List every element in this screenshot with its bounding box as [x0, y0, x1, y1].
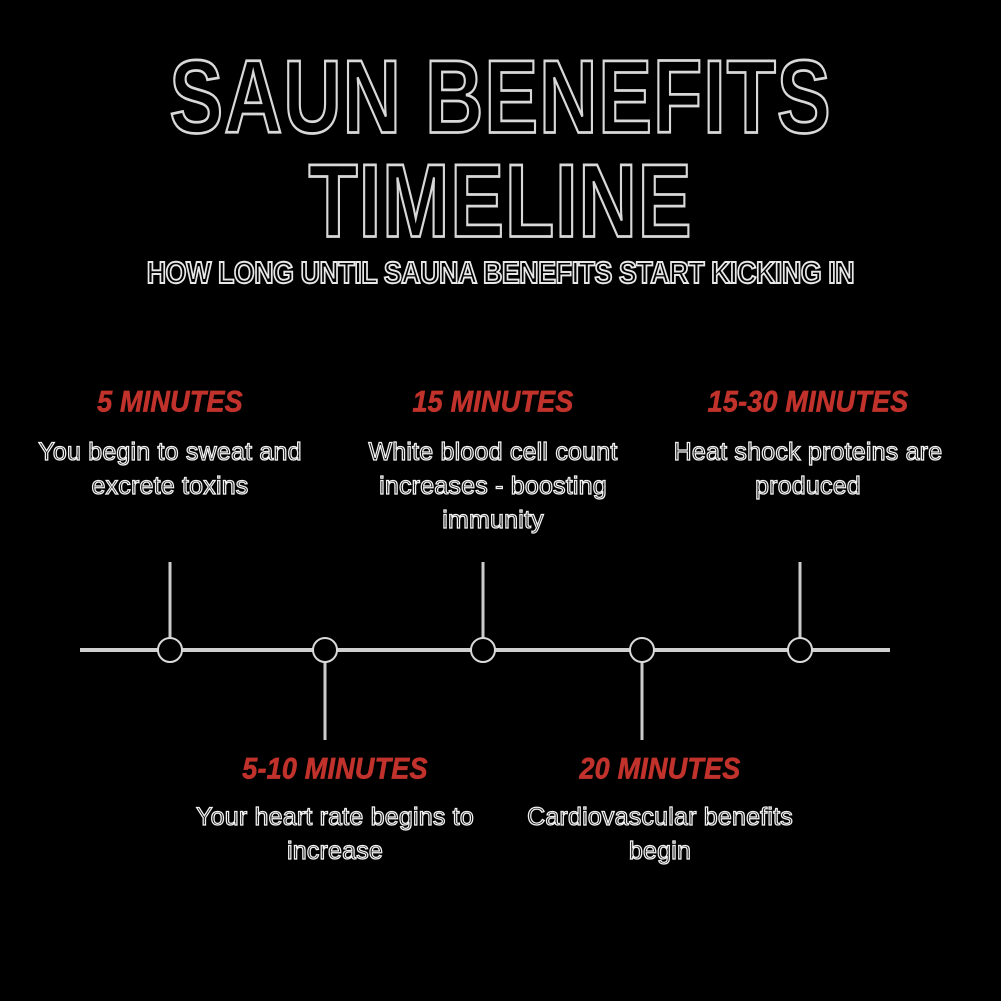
page-title-line-1: SAUN BENEFITS: [168, 38, 832, 155]
event-time-label-1: 5 MINUTES: [97, 384, 243, 419]
timeline-node-2[interactable]: [312, 637, 338, 663]
event-description-2: Your heart rate begins to increase: [195, 802, 474, 865]
timeline-node-1[interactable]: [157, 637, 183, 663]
timeline-stem-3: [481, 562, 485, 650]
timeline-stem-4: [640, 650, 644, 740]
timeline-node-3[interactable]: [470, 637, 496, 663]
event-time-label-3: 15 MINUTES: [412, 384, 574, 419]
event-time-label-5: 15-30 MINUTES: [707, 384, 909, 419]
timeline-event-4: 20 MINUTES Cardiovascular benefits begin: [520, 751, 800, 868]
timeline-stem-5: [798, 562, 802, 650]
timeline-node-4[interactable]: [629, 637, 655, 663]
event-description-1: You begin to sweat and excrete toxins: [38, 437, 302, 500]
timeline-event-1: 5 MINUTES You begin to sweat and excrete…: [30, 384, 310, 503]
timeline-event-3: 15 MINUTES White blood cell count increa…: [343, 384, 643, 537]
event-time-label-2: 5-10 MINUTES: [242, 751, 428, 786]
timeline-stem-1: [168, 562, 172, 650]
event-description-4: Cardiovascular benefits begin: [526, 802, 793, 865]
timeline-event-2: 5-10 MINUTES Your heart rate begins to i…: [170, 751, 500, 868]
event-description-5: Heat shock proteins are produced: [673, 437, 943, 500]
timeline-stem-2: [323, 650, 327, 740]
event-time-label-4: 20 MINUTES: [579, 751, 741, 786]
page-title-line-2: TIMELINE: [307, 141, 693, 259]
title-block: SAUN BENEFITS TIMELINE: [0, 38, 1001, 253]
event-description-3: White blood cell count increases - boost…: [368, 437, 618, 534]
timeline-event-5: 15-30 MINUTES Heat shock proteins are pr…: [663, 384, 953, 503]
timeline-node-5[interactable]: [787, 637, 813, 663]
page-subtitle: HOW LONG UNTIL SAUNA BENEFITS START KICK…: [146, 255, 856, 291]
